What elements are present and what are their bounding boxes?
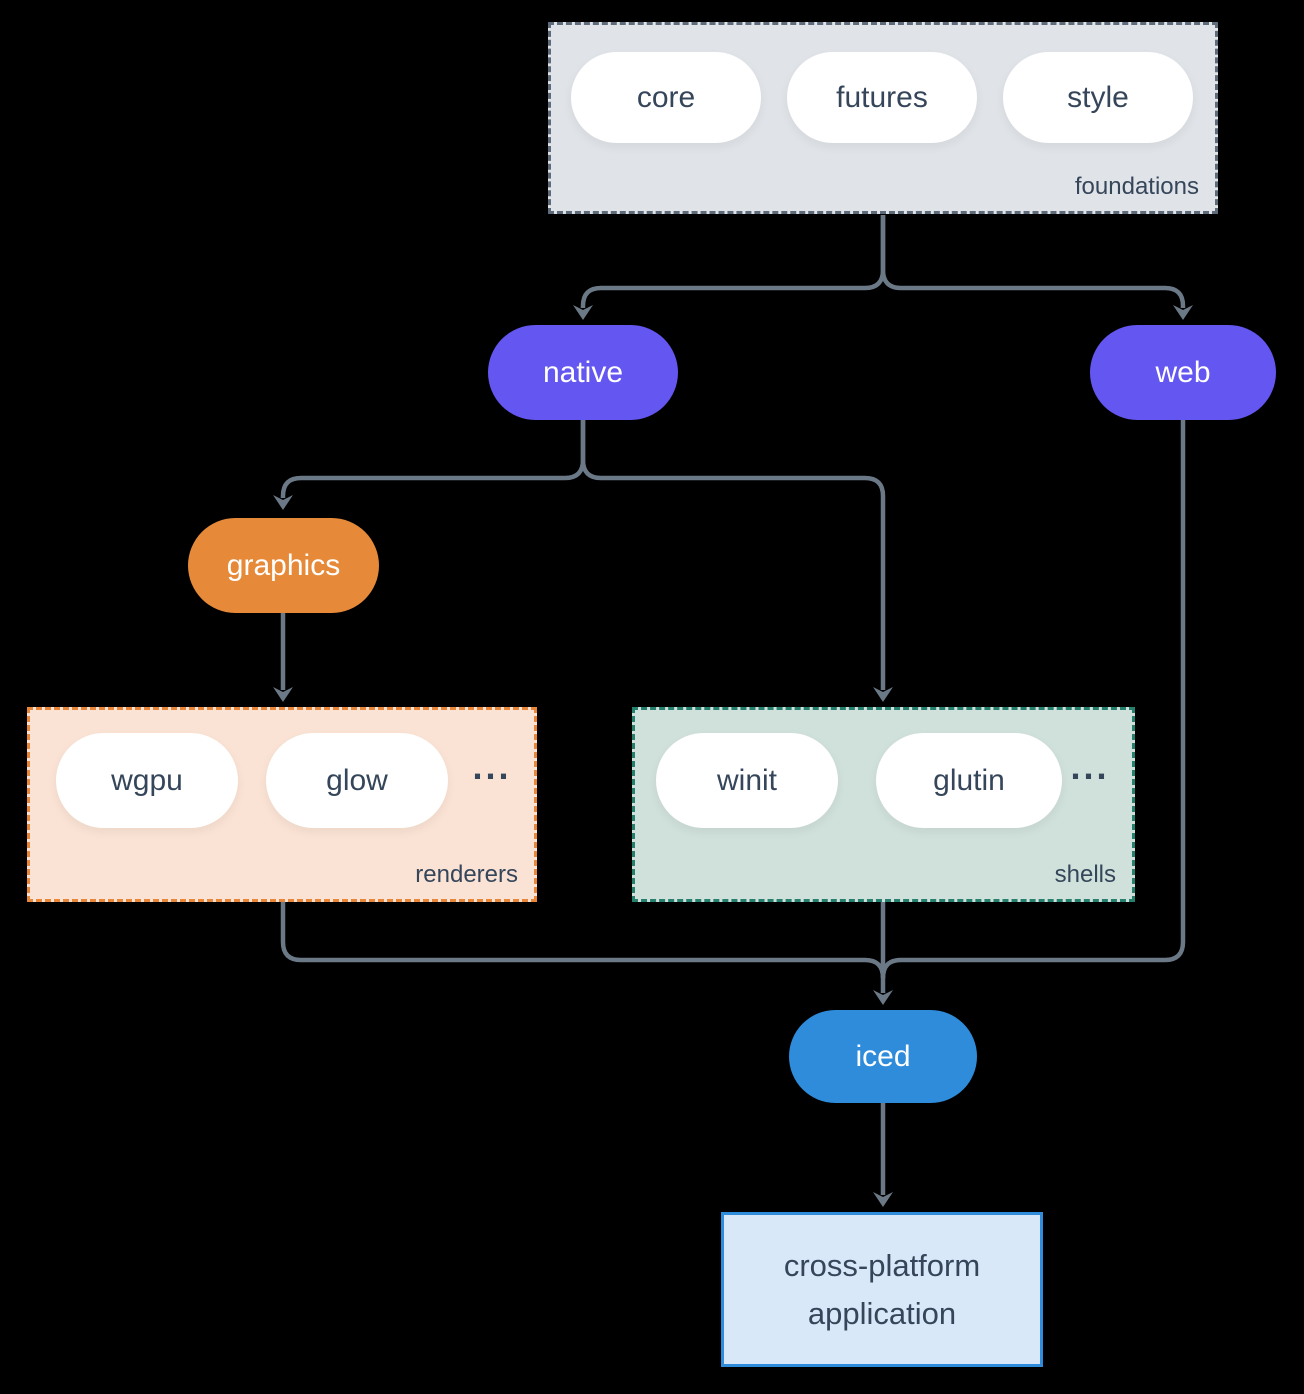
arrowhead-graphics bbox=[273, 495, 293, 510]
node-core-label: core bbox=[636, 80, 696, 114]
renderers-ellipsis: ... bbox=[472, 746, 512, 787]
node-iced: iced bbox=[789, 1010, 977, 1103]
shells-ellipsis: ... bbox=[1070, 746, 1110, 787]
edge-native-graphics bbox=[280, 420, 586, 498]
node-graphics: graphics bbox=[188, 518, 379, 613]
node-cross-platform-application: cross-platform application bbox=[721, 1212, 1043, 1367]
arrowhead-application bbox=[873, 1192, 893, 1207]
edge-native-shells bbox=[580, 420, 886, 690]
node-graphics-label: graphics bbox=[226, 548, 341, 582]
node-glow: glow bbox=[266, 733, 448, 828]
node-glow-label: glow bbox=[326, 763, 388, 797]
application-label-line2: application bbox=[807, 1295, 957, 1331]
arrowhead-shells bbox=[873, 687, 893, 702]
node-wgpu: wgpu bbox=[56, 733, 238, 828]
node-native: native bbox=[488, 325, 678, 420]
node-web-label: web bbox=[1155, 355, 1211, 389]
node-wgpu-label: wgpu bbox=[111, 763, 183, 797]
node-futures-label: futures bbox=[836, 80, 928, 114]
shells-group-label: shells bbox=[1054, 861, 1116, 888]
node-style: style bbox=[1003, 52, 1193, 143]
arrowhead-renderers bbox=[273, 687, 293, 702]
edge-renderers-iced bbox=[280, 902, 886, 979]
node-core: core bbox=[571, 52, 761, 143]
arrowhead-iced bbox=[873, 990, 893, 1005]
edge-foundations-native bbox=[580, 215, 886, 308]
shells-group: winit glutin ... shells bbox=[632, 707, 1135, 902]
foundations-group-label: foundations bbox=[1074, 173, 1199, 200]
node-web: web bbox=[1090, 325, 1276, 420]
node-style-label: style bbox=[1067, 80, 1129, 114]
node-winit-label: winit bbox=[716, 763, 777, 797]
arrowhead-native bbox=[573, 305, 593, 320]
edge-foundations-web bbox=[880, 215, 1186, 308]
renderers-group-label: renderers bbox=[415, 861, 518, 888]
foundations-group: core futures style foundations bbox=[548, 22, 1218, 214]
renderers-group: wgpu glow ... renderers bbox=[27, 707, 537, 902]
node-native-label: native bbox=[542, 355, 624, 389]
node-futures: futures bbox=[787, 52, 977, 143]
node-glutin-label: glutin bbox=[933, 763, 1005, 797]
node-iced-label: iced bbox=[855, 1039, 911, 1073]
arrowhead-web bbox=[1173, 305, 1193, 320]
application-label-line1: cross-platform bbox=[783, 1247, 981, 1283]
node-glutin: glutin bbox=[876, 733, 1062, 828]
node-winit: winit bbox=[656, 733, 838, 828]
